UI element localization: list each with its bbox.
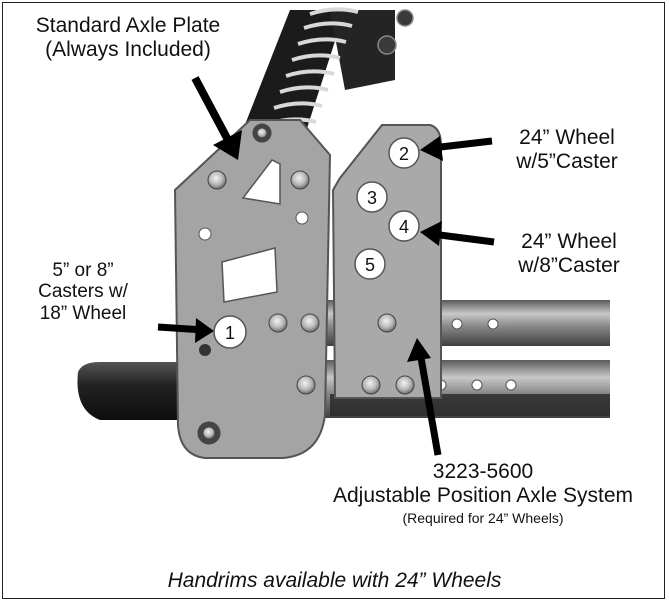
plate-cutout-square: [221, 247, 278, 303]
label-standard-axle-plate-title: Standard Axle Plate: [35, 14, 221, 37]
label-24-wheel-5-caster: 24” Wheel w/5”Caster: [492, 126, 642, 173]
svg-text:3: 3: [367, 188, 377, 208]
footer-note: Handrims available with 24” Wheels: [167, 569, 502, 592]
label-system-name: Adjustable Position Axle System: [333, 483, 633, 507]
label-24-wheel-5-caster-line2: w/5”Caster: [516, 149, 618, 173]
label-24-wheel-8-caster-line2: w/8”Caster: [518, 253, 620, 277]
axle-hole-1: 1: [213, 315, 247, 349]
axle-hole-3: 3: [356, 181, 388, 213]
label-24-wheel-8-caster-line1: 24” Wheel: [521, 230, 617, 253]
arrow-wheel-8-caster: [420, 221, 495, 246]
label-24-wheel-5-caster-line1: 24” Wheel: [519, 126, 615, 149]
svg-text:4: 4: [399, 217, 409, 237]
label-18-wheel-casters: 5” or 8” Casters w/ 18” Wheel: [18, 260, 148, 324]
label-18-wheel-line1: 5” or 8”: [52, 260, 114, 281]
axle-hole-4: 4: [388, 210, 420, 242]
svg-text:2: 2: [399, 144, 409, 164]
label-24-wheel-8-caster: 24” Wheel w/8”Caster: [494, 230, 644, 277]
plate-small-hole: [198, 227, 212, 241]
label-18-wheel-line2: Casters w/: [38, 281, 128, 303]
rail-holes: [435, 318, 517, 391]
arrow-wheel-5-caster: [420, 136, 493, 161]
label-system-note: (Required for 24” Wheels): [402, 510, 564, 527]
rail-shadow: [330, 394, 610, 416]
plate-bolts: [197, 123, 320, 445]
svg-text:5: 5: [365, 255, 375, 275]
plate-cutout-triangle: [241, 159, 281, 205]
arrow-18-wheel: [157, 318, 214, 343]
arrow-adjustable-system: [407, 338, 442, 456]
label-adjustable-axle-system: 3223-5600 Adjustable Position Axle Syste…: [300, 460, 666, 527]
label-part-number: 3223-5600: [432, 460, 534, 483]
label-standard-axle-plate-note: (Always Included): [45, 37, 211, 61]
plate-small-hole: [295, 211, 309, 225]
arrow-standard-plate: [191, 76, 242, 160]
frame-tube: [77, 362, 205, 420]
axle-hole-5: 5: [354, 248, 386, 280]
svg-text:1: 1: [225, 323, 235, 343]
standard-axle-plate: [173, 119, 332, 459]
plate-small-hole: [199, 344, 211, 356]
label-standard-axle-plate: Standard Axle Plate (Always Included): [6, 14, 250, 61]
label-18-wheel-line3: 18” Wheel: [39, 302, 127, 324]
axle-hole-2: 2: [388, 137, 420, 169]
